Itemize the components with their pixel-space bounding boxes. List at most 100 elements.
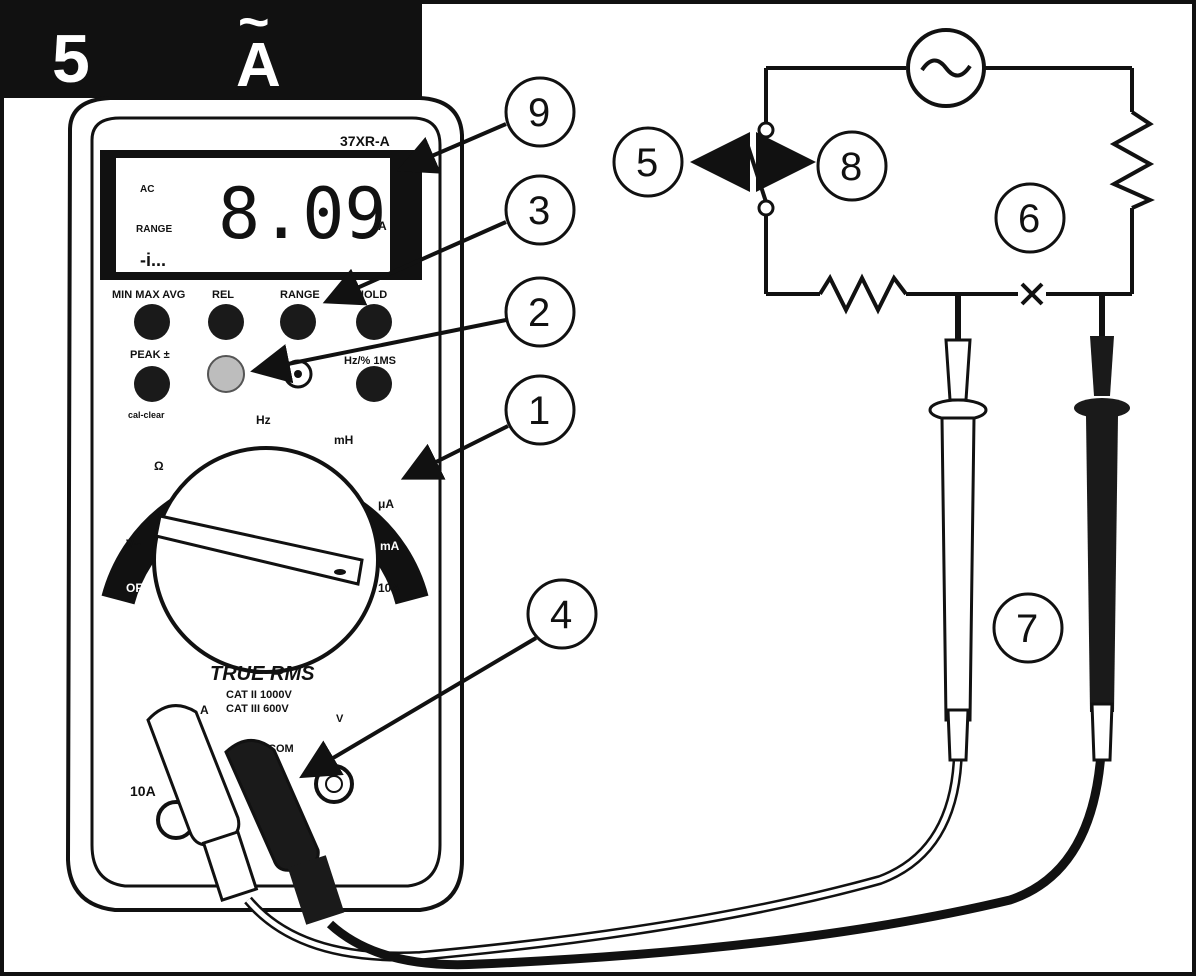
callout-8-circle <box>816 130 888 202</box>
dial-label-hz: Hz <box>256 413 271 427</box>
lcd-unit: A <box>378 219 387 233</box>
dial-pointer-dot <box>334 569 346 575</box>
callout-2-circle <box>504 276 576 348</box>
callout-5-label: 5 <box>636 141 658 185</box>
callout-6-circle <box>994 182 1066 254</box>
dial-label-h: H <box>364 461 373 475</box>
callout-3: 3 <box>322 174 576 306</box>
black-probe-nose <box>1090 336 1114 396</box>
btn-label-peak: PEAK ± <box>130 349 170 361</box>
hold-button[interactable] <box>356 304 392 340</box>
callout-2: 2 <box>250 276 576 384</box>
callout-1-arrow <box>400 424 509 480</box>
red-probe-handle <box>940 416 976 722</box>
red-lead-wire <box>246 739 961 960</box>
cat-rating-line1: CAT II 1000V <box>226 689 292 701</box>
callout-7: 7 <box>992 592 1064 664</box>
jack-label-a: A <box>200 703 209 717</box>
callout-9: 9 <box>396 76 576 174</box>
red-probe-strain-relief <box>946 708 970 762</box>
jack-label-10a: 10A <box>130 783 156 799</box>
resistor-bottom-icon <box>818 273 908 315</box>
black-probe-guard <box>1074 398 1130 418</box>
callout-7-label: 7 <box>1016 607 1038 651</box>
dial-label-10a: 10A <box>378 581 400 595</box>
dial-label-ua: μA <box>378 497 394 511</box>
dial-label-logic: LOGIC <box>200 422 232 433</box>
black-probe-handle <box>1086 416 1118 712</box>
dial-label-off: OFF <box>126 581 150 595</box>
callout-5: 5 <box>612 126 684 198</box>
callout-6-label: 6 <box>1018 197 1040 241</box>
callout-4-arrow <box>299 636 538 779</box>
black-probe-strain-relief <box>1090 702 1114 762</box>
callout-8-label: 8 <box>840 145 862 189</box>
btn-label-range: RANGE <box>280 289 320 301</box>
jack-label-v: V <box>336 713 344 725</box>
dial-label-cap: +|- <box>292 417 306 431</box>
yellow-shift-button[interactable] <box>207 355 245 393</box>
dial-label-vac: V~ <box>126 537 141 551</box>
dial-label-ohm: Ω <box>154 459 164 473</box>
lcd-range-indicator: RANGE <box>136 224 172 235</box>
black-lead-boot <box>287 855 345 925</box>
cat-rating-line2: CAT III 600V <box>226 703 289 715</box>
callout-2-arrow <box>250 318 507 384</box>
minmax-button[interactable] <box>134 304 170 340</box>
lcd-screen <box>116 158 390 272</box>
callout-7-circle <box>992 592 1064 664</box>
meter-model-label: 37XR-A <box>340 133 390 149</box>
multimeter: 37XR-A AC RANGE -i... 8.09 A MIN MAX AVG… <box>65 96 464 925</box>
btn-label-hold: HOLD <box>356 289 387 301</box>
red-probe <box>928 296 988 762</box>
callout-6: 6 <box>994 182 1066 254</box>
callout-1-circle <box>504 374 576 446</box>
callout-2-label: 2 <box>528 291 550 335</box>
step-number: 5 <box>52 21 90 97</box>
callout-3-circle <box>504 174 576 246</box>
range-button[interactable] <box>280 304 316 340</box>
rel-button[interactable] <box>208 304 244 340</box>
step-header-bar <box>2 2 422 98</box>
btn-label-hz: Hz/% 1MS <box>344 355 396 367</box>
lcd-bargraph: -i... <box>140 250 166 270</box>
callout-3-arrow <box>322 220 507 306</box>
callout-1-label: 1 <box>528 389 550 433</box>
hz-button[interactable] <box>356 366 392 402</box>
switch-contact-top <box>757 121 775 139</box>
callout-9-label: 9 <box>528 91 550 135</box>
ac-source-sine-icon <box>920 58 972 78</box>
dial-label-mh: mH <box>334 433 353 447</box>
callout-4-circle <box>526 578 598 650</box>
callout-9-circle <box>504 76 576 148</box>
circuit-break-mark <box>1020 282 1044 306</box>
dial-pointer <box>154 514 364 586</box>
btn-label-calclear: cal-clear <box>128 410 165 420</box>
callout-4: 4 <box>299 578 598 779</box>
callout-1: 1 <box>400 374 576 480</box>
lcd-reading: 8.09 <box>218 173 387 255</box>
backlight-icon <box>294 370 302 378</box>
peak-button[interactable] <box>134 366 170 402</box>
callout-8: 8 <box>816 130 888 202</box>
red-probe-nose <box>944 338 972 402</box>
callout-9-arrow <box>396 122 507 174</box>
dial-label-ma: mA <box>380 539 400 553</box>
test-circuit <box>690 28 1155 315</box>
btn-label-rel: REL <box>212 289 234 301</box>
red-lead-boot <box>201 830 259 902</box>
black-lead-wire <box>326 729 1107 970</box>
ac-tilde-symbol: ~ <box>238 0 270 52</box>
callout-3-label: 3 <box>528 189 550 233</box>
resistor-right-icon <box>1109 110 1155 210</box>
callout-4-label: 4 <box>550 593 572 637</box>
black-probe <box>1074 296 1130 762</box>
true-rms-label: TRUE RMS <box>210 663 315 685</box>
dial-label-vdc: V <box>130 493 138 507</box>
ac-amps-symbol: A <box>236 31 281 100</box>
lcd-ac-indicator: AC <box>140 184 154 195</box>
callout-5-circle <box>612 126 684 198</box>
btn-label-minmax: MIN MAX AVG <box>112 289 185 301</box>
switch-contact-bottom <box>757 199 775 217</box>
